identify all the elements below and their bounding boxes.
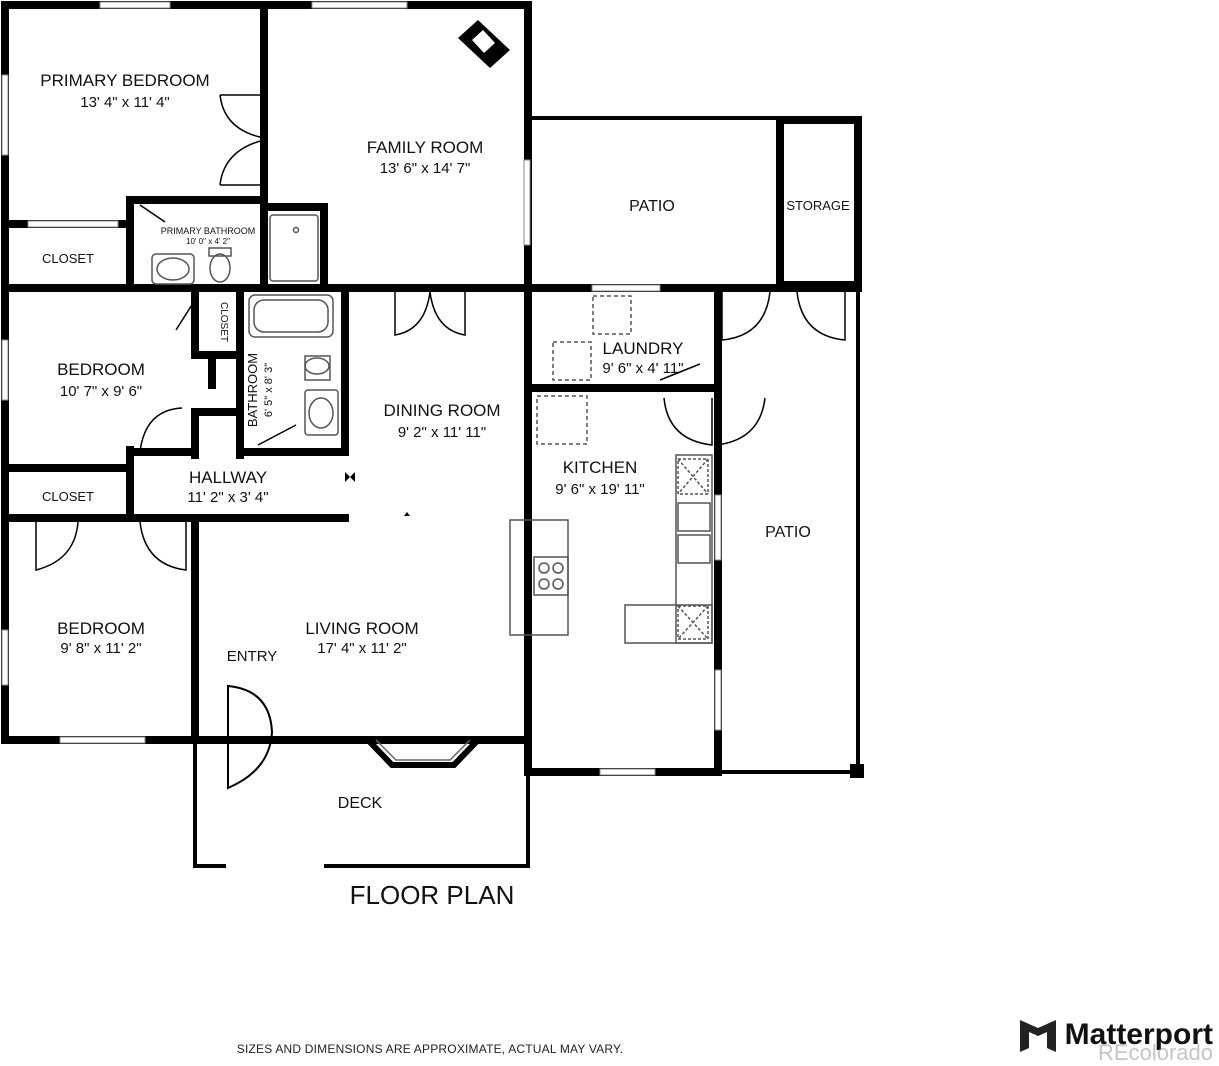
fixtures <box>151 214 713 644</box>
closet-mid-name: CLOSET <box>42 489 94 504</box>
kitchen-name: KITCHEN <box>563 458 638 477</box>
toilet-icon <box>304 355 331 381</box>
kitchen-island <box>509 519 569 636</box>
brand-name: Matterport <box>1064 1018 1213 1051</box>
watermark-text: REcolorado <box>1098 1040 1213 1065</box>
brand-logo: Matterport <box>1017 1014 1213 1056</box>
entry-name: ENTRY <box>227 648 278 665</box>
counter-return <box>624 604 713 644</box>
bathroom-dims: 6' 5" x 8' 3" <box>263 363 275 417</box>
dryer-icon <box>552 341 592 381</box>
storage-name: STORAGE <box>786 198 850 213</box>
disclaimer-text: SIZES AND DIMENSIONS ARE APPROXIMATE, AC… <box>236 1042 624 1056</box>
hallway-dims: 11' 2" x 3' 4" <box>187 489 268 506</box>
bedroom-mid-name: BEDROOM <box>57 360 145 379</box>
fridge-icon <box>677 605 709 640</box>
doors <box>35 94 846 790</box>
sink-icon <box>304 389 339 436</box>
bathroom-name: BATHROOM <box>245 353 260 427</box>
room-labels: PRIMARY BEDROOM 13' 4" x 11' 4" FAMILY R… <box>40 71 850 910</box>
dining-room-name: DINING ROOM <box>383 401 500 420</box>
deck-name: DECK <box>338 795 383 812</box>
plan-title: FLOOR PLAN <box>350 880 515 910</box>
washer-icon <box>592 295 632 335</box>
sink-icon <box>151 253 195 285</box>
walls <box>1 1 862 776</box>
fireplace-icon <box>458 20 510 68</box>
closet-top-name: CLOSET <box>42 251 94 266</box>
living-room-dims: 17' 4" x 11' 2" <box>317 640 407 657</box>
windows <box>1 1 722 776</box>
primary-bedroom-name: PRIMARY BEDROOM <box>40 71 209 90</box>
shower-icon <box>269 214 319 282</box>
bedroom-mid-dims: 10' 7" x 9' 6" <box>60 383 142 400</box>
markers <box>345 472 410 516</box>
bedroom-low-dims: 9' 8" x 11' 2" <box>60 640 141 657</box>
bathtub-icon <box>248 294 334 338</box>
family-room-dims: 13' 6" x 14' 7" <box>380 160 471 177</box>
outdoor-outlines <box>193 288 864 868</box>
toilet-icon <box>208 247 232 257</box>
dishwasher-icon <box>677 458 709 495</box>
dining-room-dims: 9' 2" x 11' 11" <box>398 424 486 441</box>
laundry-name: LAUNDRY <box>603 339 684 358</box>
family-room-name: FAMILY ROOM <box>367 138 484 157</box>
kitchen-sink-icon <box>677 502 711 532</box>
counter-right <box>675 454 713 644</box>
patio-top-name: PATIO <box>629 198 675 215</box>
primary-bathroom-dims: 10' 0" x 4' 2" <box>186 237 230 246</box>
deck-outline <box>193 740 530 868</box>
primary-bedroom-dims: 13' 4" x 11' 4" <box>80 94 170 111</box>
kitchen-dims: 9' 6" x 19' 11" <box>555 481 645 498</box>
primary-bathroom-name: PRIMARY BATHROOM <box>161 226 256 236</box>
patio-right-name: PATIO <box>765 524 811 541</box>
stove-icon <box>533 556 569 596</box>
laundry-dims: 9' 6" x 4' 11" <box>602 360 683 377</box>
bedroom-low-name: BEDROOM <box>57 619 145 638</box>
living-room-name: LIVING ROOM <box>305 619 418 638</box>
matterport-logo-icon <box>1019 1020 1056 1052</box>
closet-small-name: CLOSET <box>218 302 229 342</box>
hallway-name: HALLWAY <box>189 468 267 487</box>
bay-window <box>365 737 481 768</box>
